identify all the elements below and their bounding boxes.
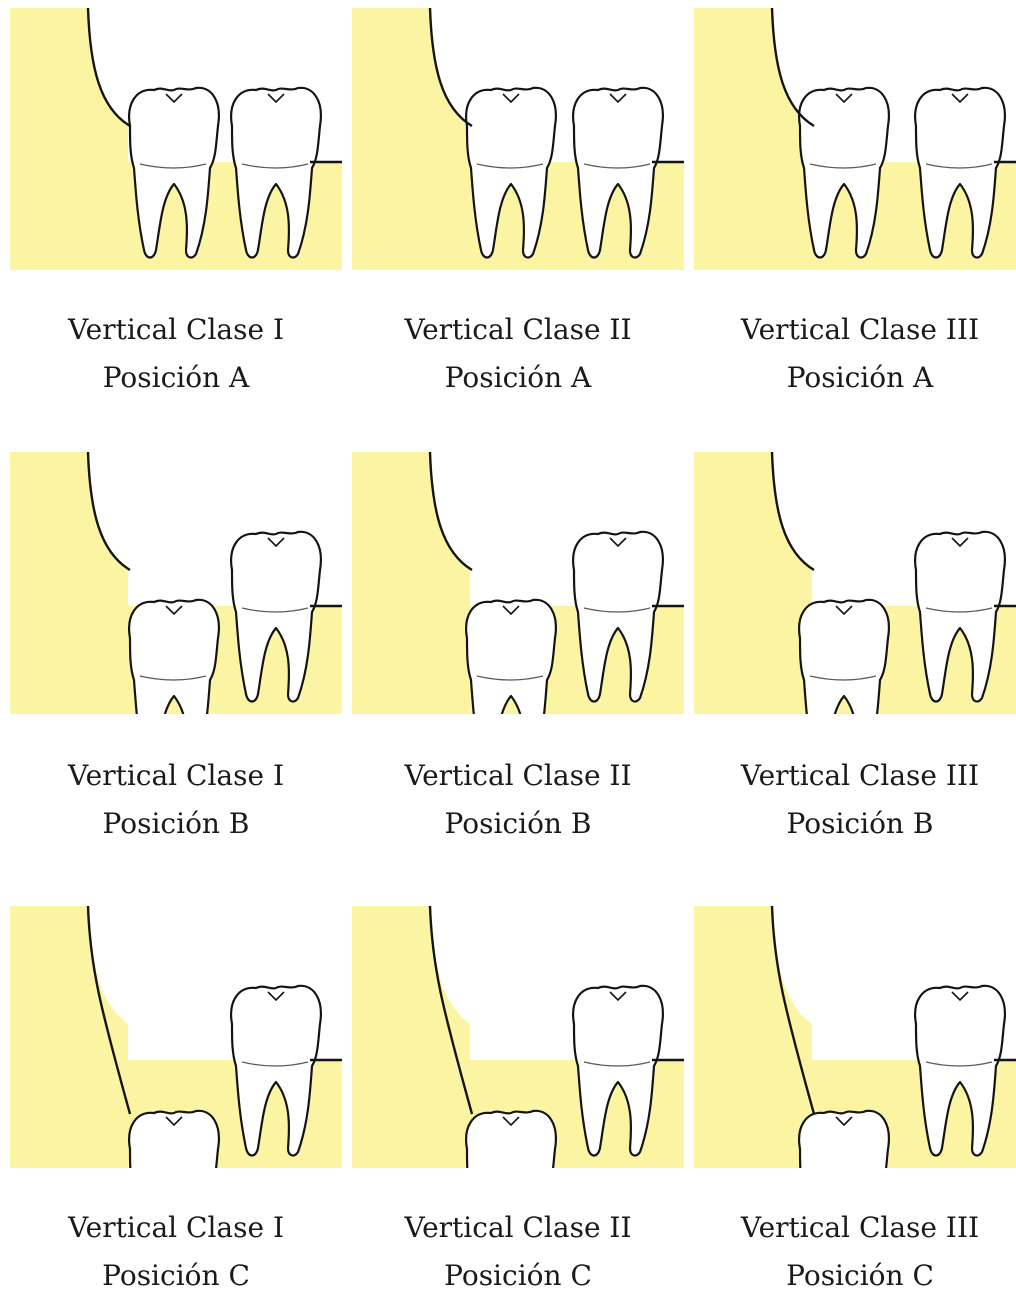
panel-caption: Vertical Clase IIPosición A <box>352 306 684 402</box>
panel-caption: Vertical Clase IPosición C <box>10 1204 342 1300</box>
caption-class: Vertical Clase III <box>694 1204 1016 1252</box>
tooth-diagram <box>694 452 1016 714</box>
panel-caption: Vertical Clase IIPosición C <box>352 1204 684 1300</box>
caption-position: Posición A <box>10 354 342 402</box>
tooth-diagram-panel <box>352 452 684 714</box>
tooth-diagram-panel <box>352 906 684 1168</box>
caption-class: Vertical Clase II <box>352 752 684 800</box>
tooth-diagram-panel <box>10 8 342 270</box>
caption-position: Posición B <box>352 800 684 848</box>
caption-position: Posición C <box>694 1252 1016 1300</box>
caption-class: Vertical Clase II <box>352 1204 684 1252</box>
tooth-diagram-panel <box>10 452 342 714</box>
tooth-diagram-panel <box>694 452 1016 714</box>
caption-class: Vertical Clase II <box>352 306 684 354</box>
tooth-diagram <box>694 906 1016 1168</box>
panel-caption: Vertical Clase IPosición B <box>10 752 342 848</box>
panel-caption: Vertical Clase IIIPosición B <box>694 752 1016 848</box>
caption-position: Posición B <box>694 800 1016 848</box>
third-molar <box>466 600 556 714</box>
caption-position: Posición C <box>352 1252 684 1300</box>
third-molar <box>129 1111 219 1168</box>
tooth-diagram-panel <box>10 906 342 1168</box>
tooth-diagram <box>694 8 1016 270</box>
third-molar <box>799 600 889 714</box>
caption-class: Vertical Clase I <box>10 752 342 800</box>
third-molar <box>799 1111 889 1168</box>
panel-caption: Vertical Clase IPosición A <box>10 306 342 402</box>
caption-position: Posición B <box>10 800 342 848</box>
tooth-diagram-panel <box>694 906 1016 1168</box>
tooth-diagram <box>10 906 342 1168</box>
tooth-diagram-panel <box>352 8 684 270</box>
caption-position: Posición A <box>694 354 1016 402</box>
tooth-diagram <box>352 452 684 714</box>
caption-position: Posición C <box>10 1252 342 1300</box>
tooth-diagram <box>10 8 342 270</box>
tooth-diagram <box>352 8 684 270</box>
caption-class: Vertical Clase I <box>10 306 342 354</box>
caption-position: Posición A <box>352 354 684 402</box>
panel-caption: Vertical Clase IIIPosición C <box>694 1204 1016 1300</box>
caption-class: Vertical Clase III <box>694 752 1016 800</box>
caption-class: Vertical Clase I <box>10 1204 342 1252</box>
panel-caption: Vertical Clase IIIPosición A <box>694 306 1016 402</box>
third-molar <box>466 1111 556 1168</box>
caption-class: Vertical Clase III <box>694 306 1016 354</box>
third-molar <box>129 600 219 714</box>
tooth-diagram-panel <box>694 8 1016 270</box>
tooth-diagram <box>352 906 684 1168</box>
tooth-diagram <box>10 452 342 714</box>
panel-caption: Vertical Clase IIPosición B <box>352 752 684 848</box>
